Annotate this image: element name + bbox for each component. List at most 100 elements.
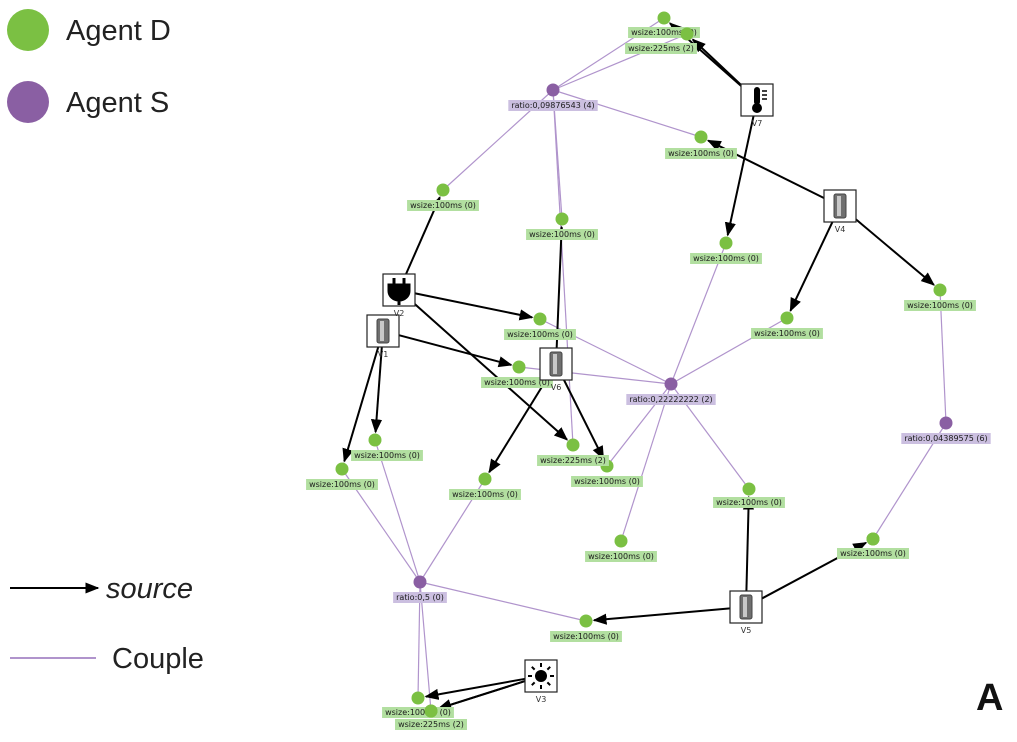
- agent-label-background: [571, 476, 643, 487]
- agent-label: wsize:100ms (0): [452, 490, 518, 499]
- device-node: V4: [823, 189, 857, 234]
- agent-d-dot: [368, 433, 382, 447]
- agent-d-dot: [933, 283, 947, 297]
- lamp-highlight: [837, 196, 841, 216]
- agent-d-node: wsize:100ms (0): [382, 691, 454, 718]
- agent-label-background: [504, 329, 576, 340]
- agent-d-node: wsize:225ms (2): [395, 704, 467, 730]
- agent-label: wsize:225ms (2): [628, 44, 694, 53]
- agent-d-node: wsize:100ms (0): [690, 236, 762, 264]
- agent-label: wsize:100ms (0): [907, 301, 973, 310]
- agent-d-dot: [694, 130, 708, 144]
- agent-d-dot: [680, 27, 694, 41]
- agent-s-node: ratio:0,04389575 (6): [901, 416, 991, 444]
- agent-label: wsize:100ms (0): [309, 480, 375, 489]
- agent-d-dot: [411, 691, 425, 705]
- agent-label: ratio:0,5 (0): [396, 593, 444, 602]
- agent-label-background: [537, 455, 609, 466]
- agent-d-dot: [719, 236, 733, 250]
- agent-label: wsize:100ms (0): [354, 451, 420, 460]
- agent-label-background: [395, 719, 467, 730]
- couple-legend-label: Couple: [112, 643, 204, 675]
- agent-label-background: [306, 479, 378, 490]
- device-label: V2: [394, 309, 405, 318]
- device-node: V7: [740, 83, 774, 128]
- agent-d-dot: [424, 704, 438, 718]
- agent-label: wsize:100ms (0): [693, 254, 759, 263]
- agent-label-background: [481, 377, 553, 388]
- agent-label-background: [351, 450, 423, 461]
- sun-icon: [528, 663, 554, 689]
- couple-edge: [374, 439, 421, 583]
- agent-label: wsize:100ms (0): [716, 498, 782, 507]
- agent-label-background: [508, 100, 598, 111]
- agent-s-node: ratio:0,5 (0): [393, 575, 447, 603]
- couple-edge: [620, 383, 672, 542]
- agent-s-dot: [939, 416, 953, 430]
- agent-label: wsize:100ms (0): [631, 28, 697, 37]
- agent-label-background: [526, 229, 598, 240]
- legend: Agent D Agent S source Couple: [7, 9, 204, 675]
- sun-ray: [531, 681, 536, 686]
- agent-s-legend-label: Agent S: [66, 87, 169, 119]
- device-node: V3: [524, 659, 558, 704]
- device-node: V6: [539, 347, 573, 392]
- source-arrow: [410, 299, 569, 441]
- device-label: V6: [551, 383, 562, 392]
- agent-d-node: wsize:100ms (0): [585, 534, 657, 562]
- source-arrow: [691, 38, 747, 90]
- device-label: V4: [835, 225, 846, 234]
- agent-s-legend-dot: [7, 81, 49, 123]
- lamp-highlight: [553, 354, 557, 374]
- agent-d-node: wsize:100ms (0): [550, 614, 622, 642]
- couple-edge: [552, 89, 574, 446]
- source-arrow: [424, 677, 526, 700]
- agent-label: ratio:0,09876543 (4): [511, 101, 594, 110]
- device-label: V7: [752, 119, 763, 128]
- source-arrow: [437, 679, 527, 711]
- agent-label-background: [628, 27, 700, 38]
- agent-s-dot: [413, 575, 427, 589]
- agent-d-dot: [579, 614, 593, 628]
- agent-d-dot: [555, 212, 569, 226]
- agent-label-background: [550, 631, 622, 642]
- device-label: V3: [536, 695, 547, 704]
- agent-label-background: [382, 707, 454, 718]
- agent-label-background: [904, 300, 976, 311]
- agent-label-background: [625, 43, 697, 54]
- agent-d-node: wsize:100ms (0): [526, 212, 598, 240]
- agent-d-node: wsize:225ms (2): [537, 438, 609, 466]
- agent-label-background: [626, 394, 716, 405]
- source-legend-label: source: [106, 573, 193, 605]
- source-arrow: [789, 220, 835, 313]
- agent-label: ratio:0,04389575 (6): [904, 434, 987, 443]
- thermometer-icon: [752, 87, 767, 113]
- agent-label: ratio:0,22222222 (2): [629, 395, 712, 404]
- agent-d-node: wsize:100ms (0): [904, 283, 976, 311]
- agent-label: wsize:225ms (2): [398, 720, 464, 729]
- agent-label: wsize:100ms (0): [529, 230, 595, 239]
- agent-d-dot: [436, 183, 450, 197]
- agent-d-node: wsize:100ms (0): [351, 433, 423, 461]
- agent-label-background: [665, 148, 737, 159]
- agent-label-background: [407, 200, 479, 211]
- agent-label-background: [751, 328, 823, 339]
- agent-d-node: wsize:100ms (0): [407, 183, 479, 211]
- agent-d-dot: [657, 11, 671, 25]
- agent-d-node: wsize:100ms (0): [449, 472, 521, 500]
- sun-ray: [546, 666, 551, 671]
- agent-d-node: wsize:100ms (0): [481, 360, 553, 388]
- device-node: V5: [729, 590, 763, 635]
- agent-d-dot: [478, 472, 492, 486]
- agent-d-node: wsize:100ms (0): [504, 312, 576, 340]
- couple-edge: [939, 289, 947, 424]
- agent-label: wsize:100ms (0): [574, 477, 640, 486]
- lamp-highlight: [380, 321, 384, 341]
- device-label: V1: [378, 350, 389, 359]
- agent-label-background: [449, 489, 521, 500]
- agent-s-node: ratio:0,09876543 (4): [508, 83, 598, 111]
- sun-ray: [531, 666, 536, 671]
- agent-label: wsize:100ms (0): [410, 201, 476, 210]
